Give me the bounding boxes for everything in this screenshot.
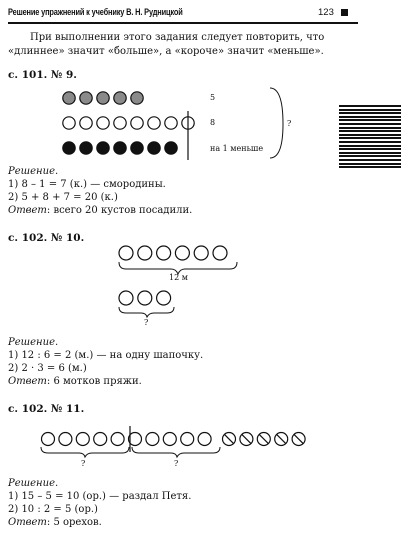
white-circle	[156, 245, 172, 261]
white-circle	[164, 116, 178, 130]
black-circle	[79, 141, 93, 155]
task1-row-gray-circles	[62, 91, 144, 105]
task1-label-row1: 5	[210, 93, 216, 102]
black-circle	[147, 141, 161, 155]
white-circle	[79, 116, 93, 130]
white-circle	[193, 245, 209, 261]
gray-circle	[79, 91, 93, 105]
crossed-out-mark	[241, 433, 252, 445]
task3-answer-label: Ответ	[8, 517, 47, 528]
task1-step1: 1) 8 – 1 = 7 (к.) — смородины.	[8, 179, 166, 190]
black-circle	[96, 141, 110, 155]
white-circle	[212, 245, 228, 261]
black-circle	[130, 141, 144, 155]
white-circle	[147, 116, 161, 130]
white-circle	[127, 431, 143, 447]
task3-step1: 1) 15 – 5 = 10 (ор.) — раздал Петя.	[8, 491, 192, 502]
gray-circle	[96, 91, 110, 105]
white-circle	[62, 116, 76, 130]
white-circle	[113, 116, 127, 130]
task3-answer: Ответ: 5 орехов.	[8, 516, 102, 530]
task2-brace-bottom-label: ?	[144, 318, 149, 327]
task3-left-brace	[40, 446, 130, 459]
white-circle	[110, 431, 125, 447]
task2-top-brace	[118, 261, 238, 276]
task3-row-fifteen-circles	[40, 431, 306, 447]
gray-circle	[62, 91, 76, 105]
crossed-out-mark	[293, 433, 304, 445]
crossed-out-mark	[223, 433, 235, 445]
task3-step2: 2) 10 : 2 = 5 (ор.)	[8, 504, 98, 515]
task2-brace-top-label: 12 м	[169, 273, 188, 282]
crossed-out-mark	[258, 433, 269, 445]
header-square-marker	[341, 9, 348, 16]
white-circle	[145, 431, 160, 447]
task1-answer-label: Ответ	[8, 205, 47, 216]
task2-step2: 2) 2 · 3 = 6 (м.)	[8, 363, 87, 374]
task1-step2: 2) 5 + 8 + 7 = 20 (к.)	[8, 192, 118, 203]
black-circle	[164, 141, 178, 155]
task1-label-row3: на 1 меньше	[210, 144, 264, 153]
task1-solution-label: Решение.	[8, 166, 59, 177]
white-circle	[130, 116, 144, 130]
task3-right-brace	[131, 446, 221, 459]
white-circle	[197, 431, 212, 447]
task1-label-row2: 8	[210, 118, 216, 127]
task2-row-six-circles	[118, 245, 228, 261]
task1-answer: Ответ: всего 20 кустов посадили.	[8, 204, 192, 218]
page-number: 123	[318, 7, 334, 18]
task2-heading: с. 102. № 10.	[8, 232, 85, 244]
gray-circle	[113, 91, 127, 105]
white-circle	[137, 245, 153, 261]
white-circle	[174, 245, 190, 261]
side-stripes-decoration	[339, 105, 401, 173]
task3-heading: с. 102. № 11.	[8, 403, 85, 415]
task1-row-black-circles	[62, 141, 178, 155]
header-rule	[8, 22, 358, 24]
white-circle	[118, 245, 134, 261]
crossed-out-mark	[276, 433, 287, 445]
task1-right-brace	[269, 87, 284, 159]
task1-label-question: ?	[287, 119, 292, 128]
task2-answer: Ответ: 6 мотков пряжи.	[8, 375, 142, 389]
white-circle	[40, 431, 56, 447]
white-circle	[93, 431, 108, 447]
task2-bottom-brace	[118, 306, 175, 319]
task3-answer-text: : 5 орехов.	[46, 517, 102, 528]
task1-heading: с. 101. № 9.	[8, 69, 77, 81]
running-header-title: Решение упражнений к учебнику В. Н. Рудн…	[8, 7, 183, 18]
task3-brace-left-label: ?	[81, 459, 86, 468]
task2-solution-label: Решение.	[8, 337, 59, 348]
task3-solution-label: Решение.	[8, 478, 59, 489]
task2-row-three-circles	[118, 290, 172, 306]
white-circle	[156, 290, 172, 306]
white-circle	[96, 116, 110, 130]
white-circle	[180, 431, 195, 447]
black-circle	[113, 141, 127, 155]
white-circle	[118, 290, 134, 306]
task3-brace-right-label: ?	[174, 459, 179, 468]
black-circle	[62, 141, 76, 155]
task1-answer-text: : всего 20 кустов посадили.	[46, 205, 193, 216]
task2-answer-label: Ответ	[8, 376, 47, 387]
white-circle	[137, 290, 153, 306]
gray-circle	[130, 91, 144, 105]
white-circle	[75, 431, 90, 447]
task2-answer-text: : 6 мотков пряжи.	[46, 376, 142, 387]
intro-line-2: «длиннее» значит «больше», а «короче» зн…	[8, 46, 324, 57]
white-circle	[162, 431, 177, 447]
white-circle	[58, 431, 73, 447]
intro-line-1: При выполнении этого задания следует пов…	[30, 32, 325, 43]
task2-step1: 1) 12 : 6 = 2 (м.) — на одну шапочку.	[8, 350, 204, 361]
